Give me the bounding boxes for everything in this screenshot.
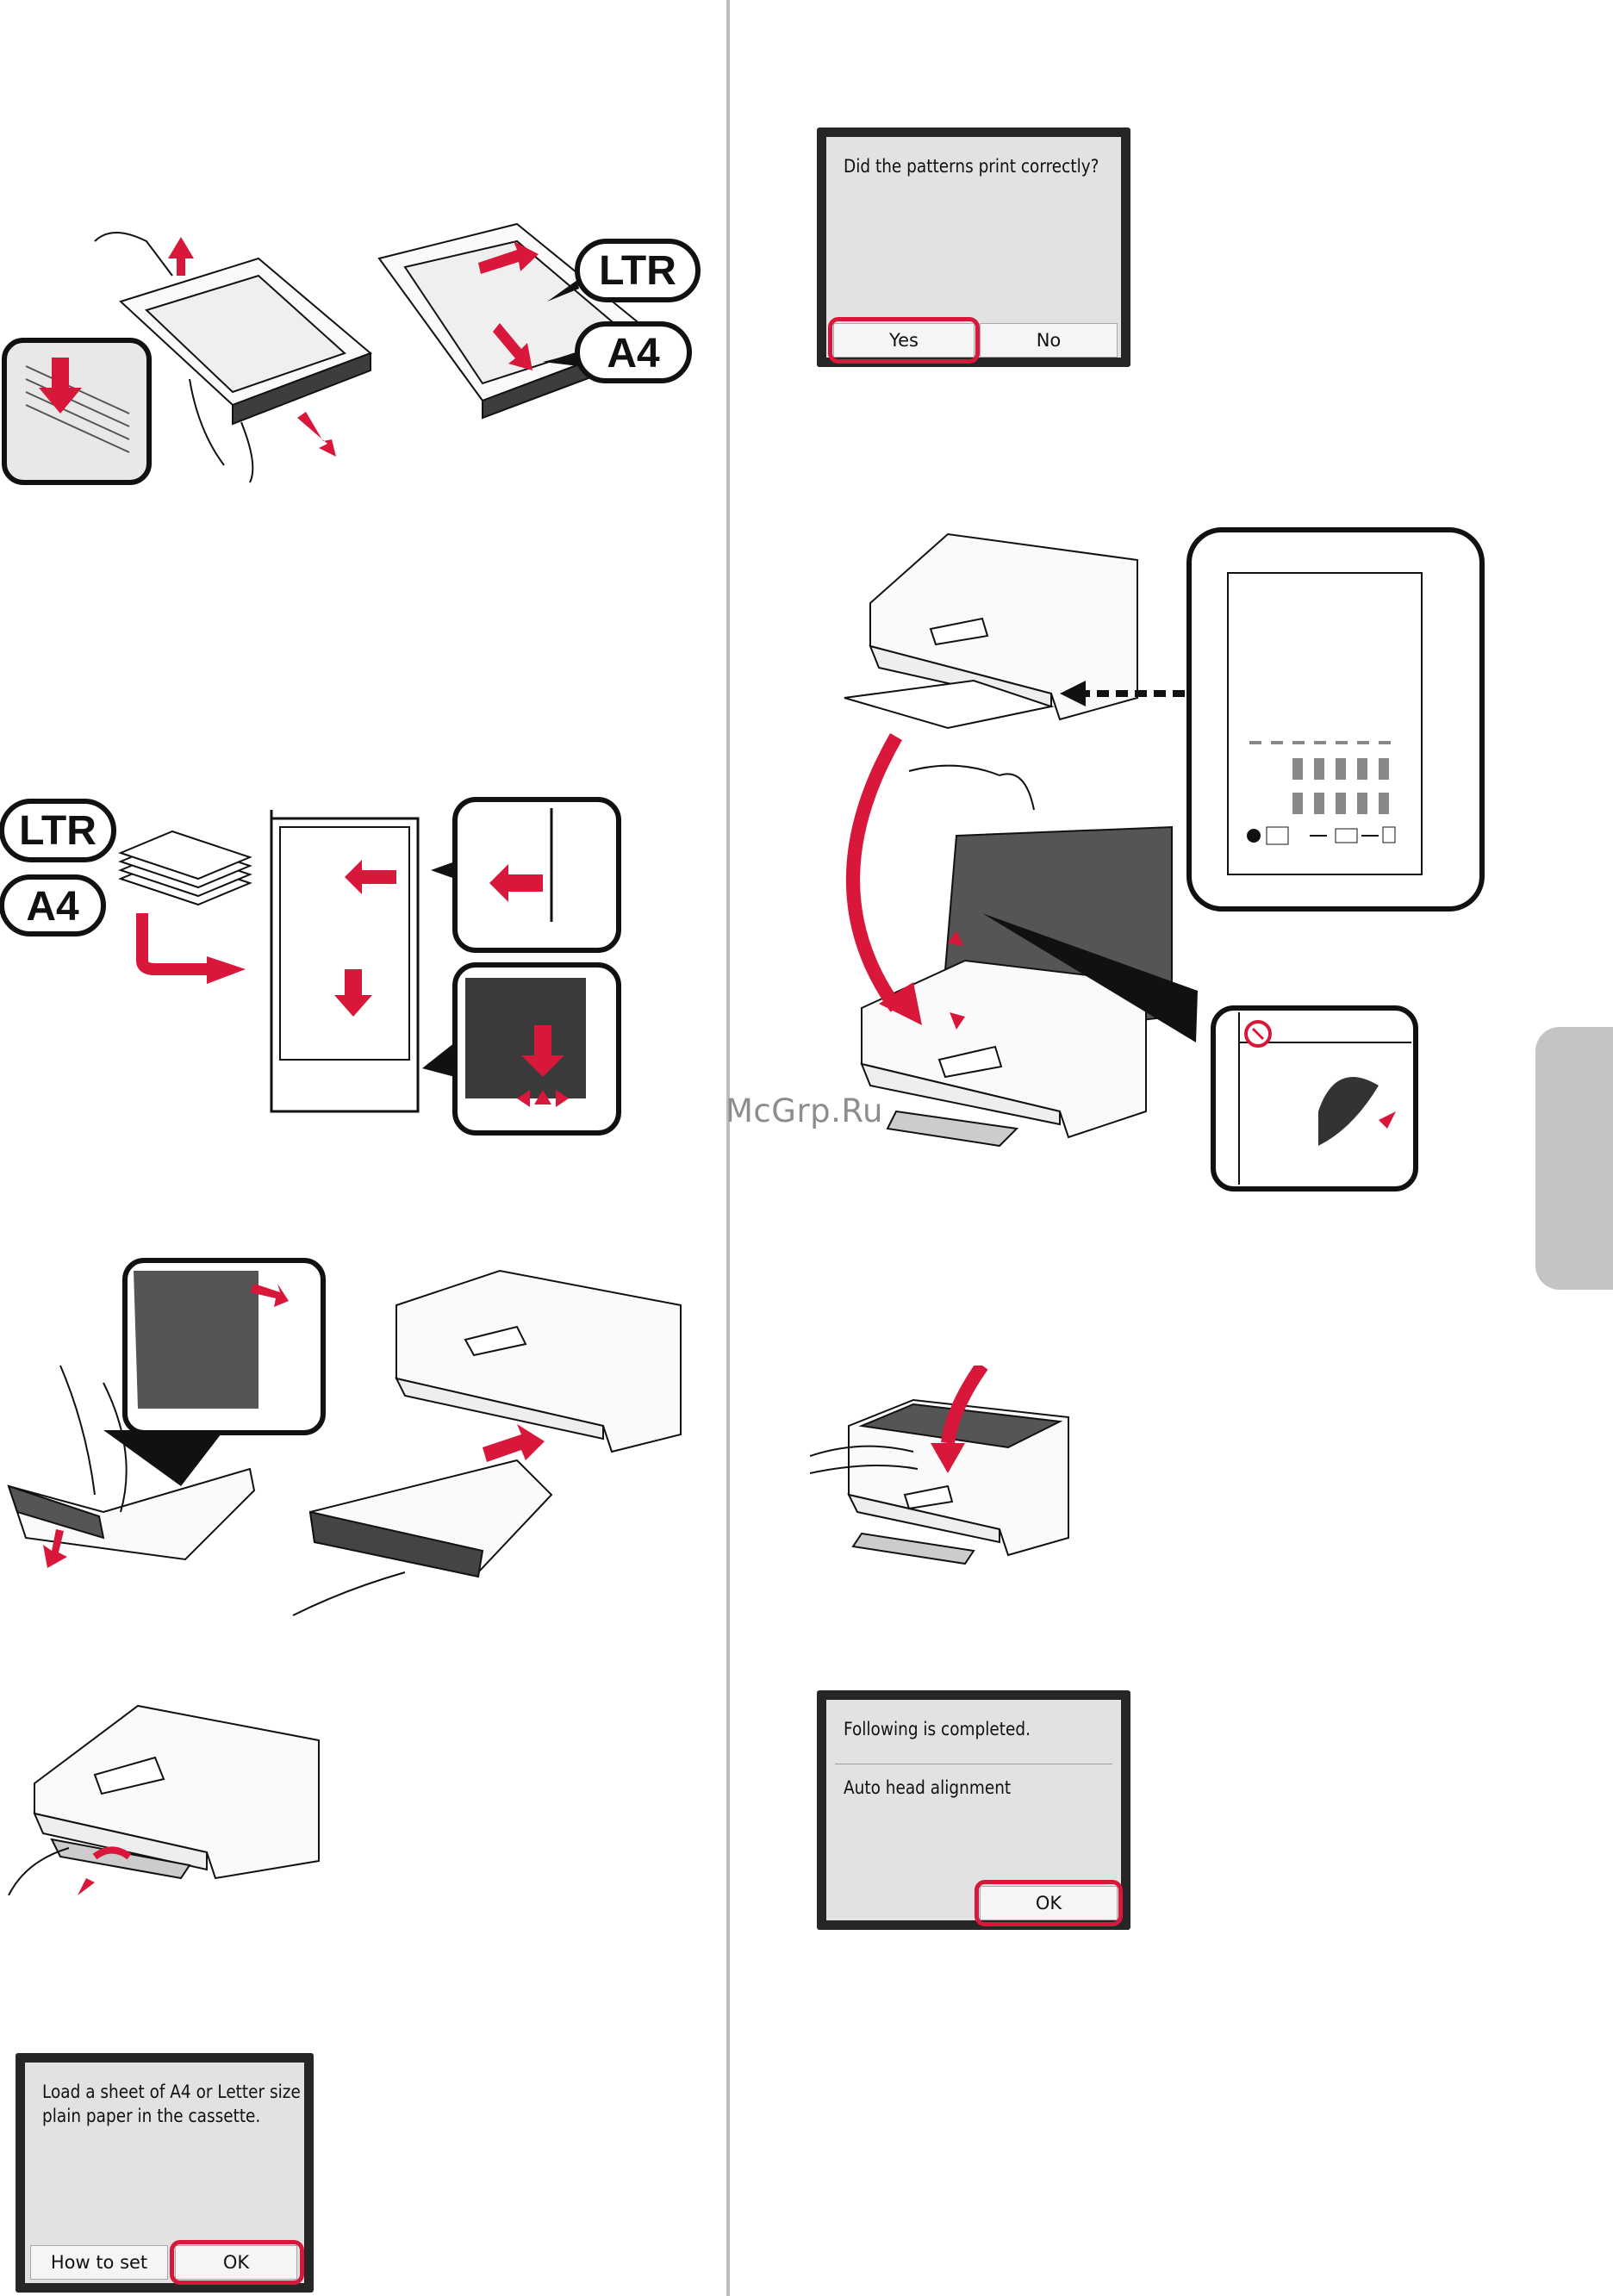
how-to-set-button[interactable]: How to set — [30, 2245, 168, 2280]
a4-callout-2: A4 — [2, 877, 103, 934]
close-cover-illustration — [810, 1366, 1094, 1572]
output-tray-illustration — [0, 1697, 362, 1895]
yes-highlight — [828, 317, 980, 364]
patterns-dialog: Did the patterns print correctly? Yes No — [817, 128, 1130, 367]
a4-label: A4 — [607, 331, 660, 376]
load-paper-message: Load a sheet of A4 or Letter size plain … — [42, 2080, 320, 2128]
ltr-label: LTR — [599, 248, 676, 294]
completed-dialog: Following is completed. Auto head alignm… — [817, 1690, 1130, 1930]
insert-cassette-illustration — [0, 1254, 707, 1633]
ok-completed-highlight — [975, 1880, 1123, 1926]
completed-title: Following is completed. — [844, 1717, 1137, 1741]
cassette-guides-illustration: LTR A4 — [0, 207, 707, 491]
ltr-label-2: LTR — [19, 808, 97, 854]
scan-pattern-illustration — [827, 526, 1491, 1198]
section-side-tab — [1535, 1027, 1613, 1290]
a4-label-2: A4 — [26, 884, 79, 930]
no-button[interactable]: No — [980, 323, 1118, 358]
completed-item: Auto head alignment — [844, 1776, 1137, 1800]
patterns-message: Did the patterns print correctly? — [844, 154, 1137, 178]
ok-highlight — [170, 2240, 304, 2285]
column-divider — [726, 0, 730, 2296]
load-paper-illustration: LTR A4 — [0, 784, 707, 1137]
load-paper-dialog: Load a sheet of A4 or Letter size plain … — [16, 2053, 314, 2293]
ltr-callout-2: LTR — [2, 801, 114, 860]
